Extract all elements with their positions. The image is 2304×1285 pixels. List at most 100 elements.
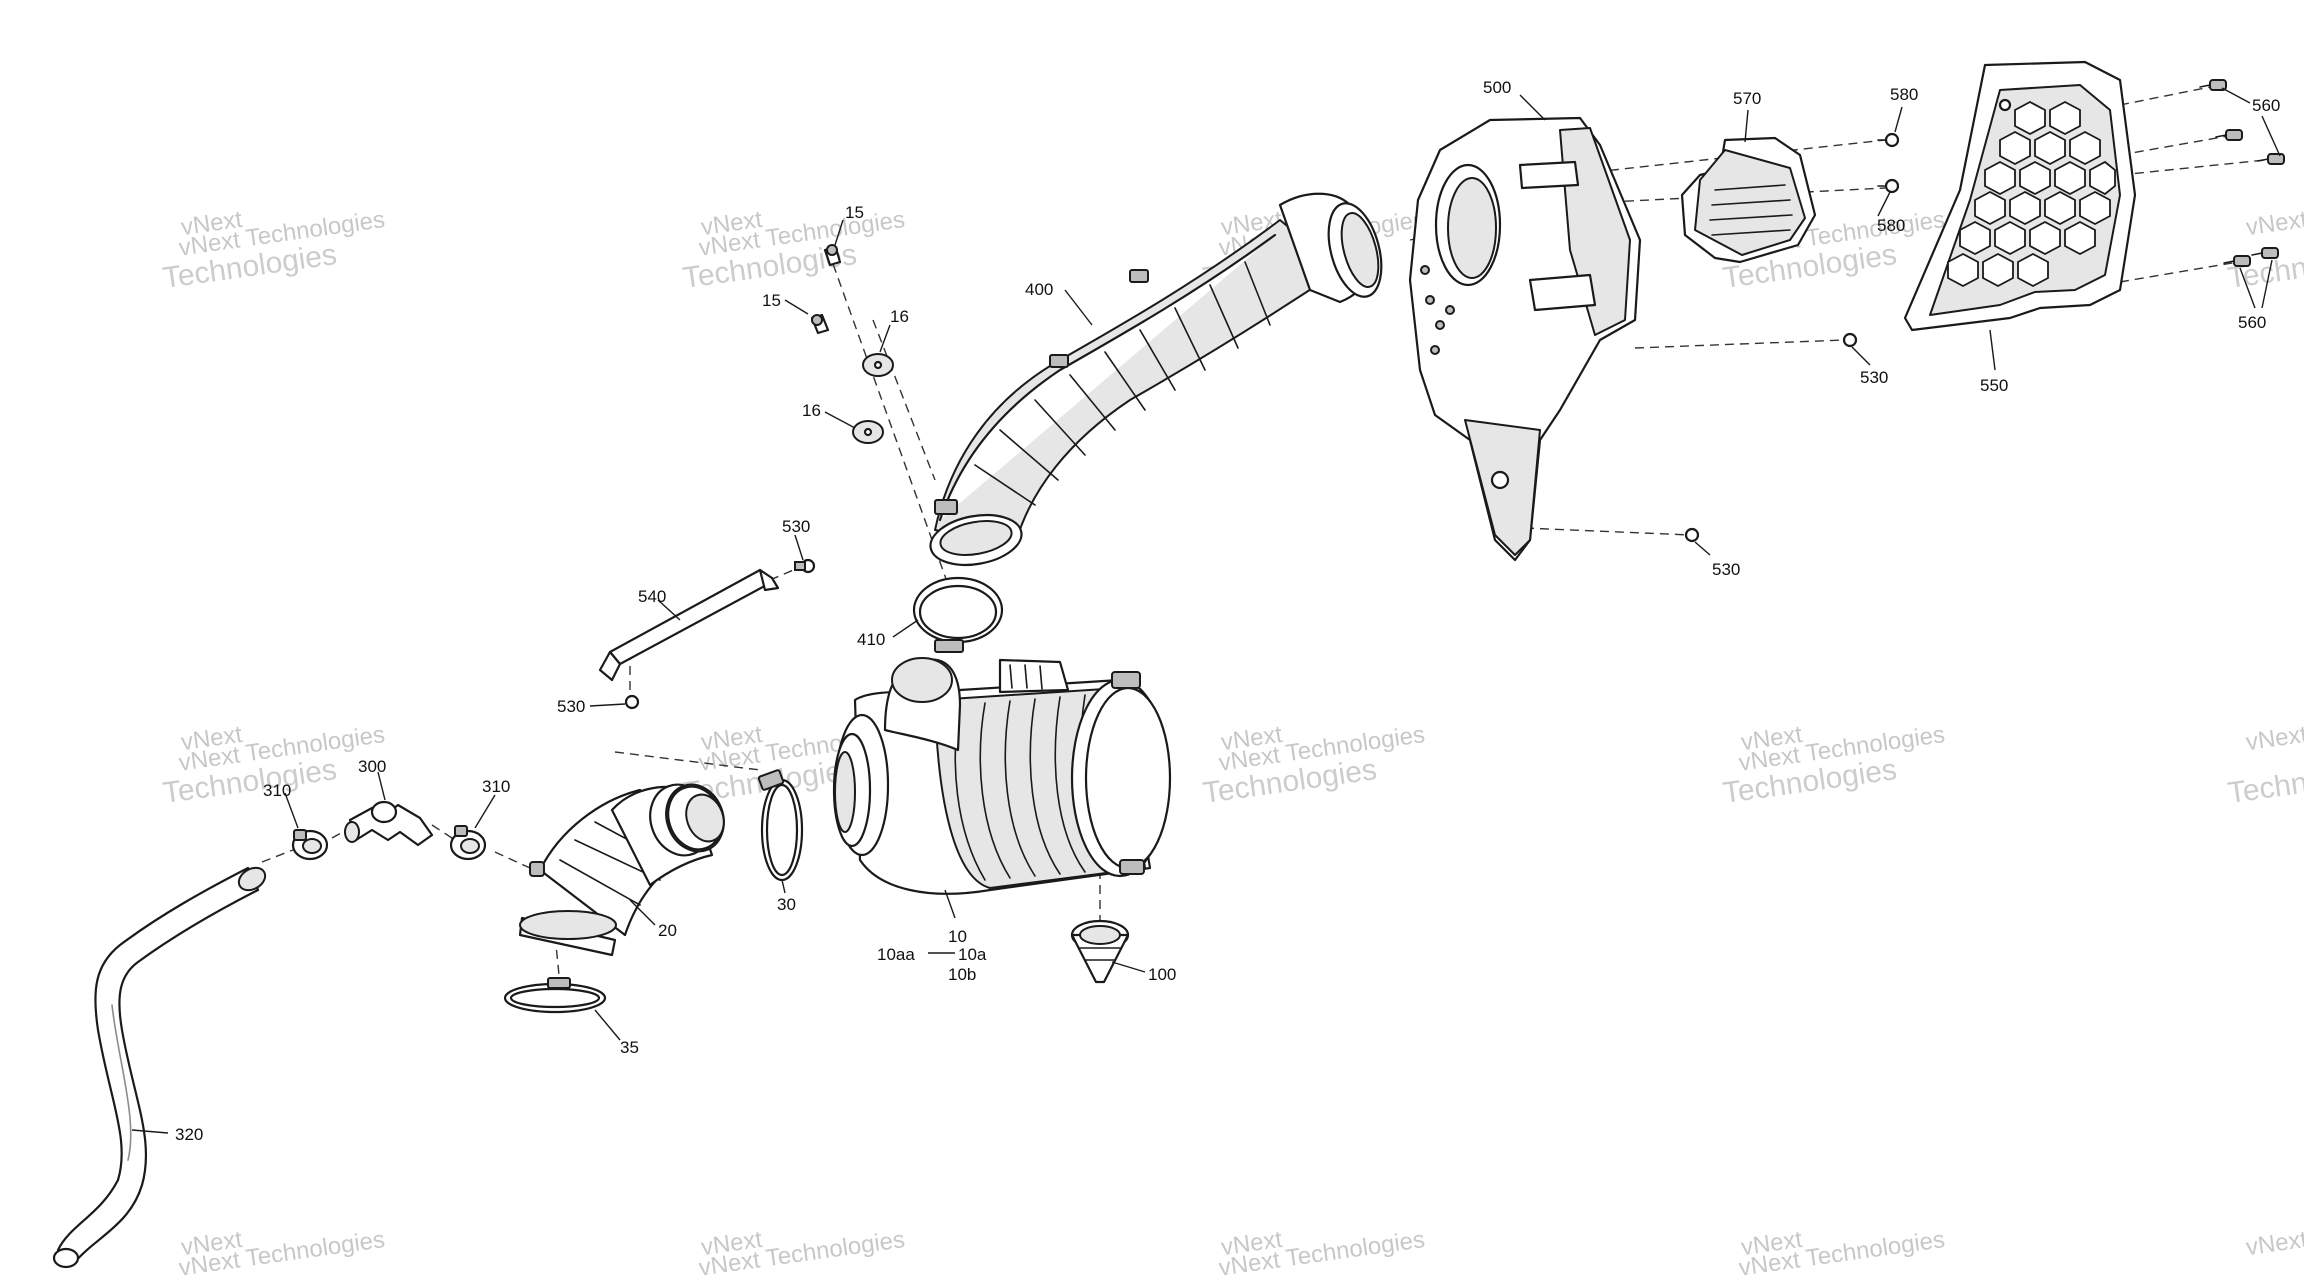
part-560-screw <box>2251 247 2279 259</box>
leader-line <box>1744 109 1749 143</box>
assembly-line <box>872 319 936 481</box>
label-530-bracket-bottom: 530 <box>557 697 585 716</box>
part-30-band-clamp <box>757 769 804 882</box>
part-580-screw-lower <box>1877 178 1900 194</box>
watermarks: vNext vNext Technologies Technologies vN… <box>161 206 2304 1282</box>
assembly-line <box>1634 339 1846 349</box>
part-15-screw-top <box>823 244 842 267</box>
watermark: vNext vNext Technologies <box>1217 1226 1426 1282</box>
callout-labels: 15 15 16 16 400 410 530 540 530 310 300 … <box>175 78 2280 1144</box>
watermark: vNext vNext Technologies Technologies <box>1201 721 1427 810</box>
watermark: vNext Technologies <box>2226 721 2304 810</box>
part-15-screw-lower <box>810 313 830 335</box>
label-580-top: 580 <box>1890 85 1918 104</box>
watermark: vNext vNext Technologies <box>697 1226 906 1282</box>
watermark-text: vNext <box>2244 206 2304 241</box>
label-560-bottom: 560 <box>2238 313 2266 332</box>
leader-line <box>2261 115 2281 157</box>
label-310-left: 310 <box>263 781 291 800</box>
leader-line <box>1877 191 1891 217</box>
assembly-line <box>2119 135 2229 156</box>
part-35-clamp <box>503 977 607 1014</box>
label-100: 100 <box>1148 965 1176 984</box>
label-560-top: 560 <box>2252 96 2280 115</box>
label-10b: 10b <box>948 965 976 984</box>
leader-line <box>834 219 844 246</box>
part-540-bracket <box>598 568 780 682</box>
watermark-text: Technologies <box>2226 753 2304 810</box>
part-400-intake-duct <box>929 192 1383 567</box>
cover-fasteners <box>1420 265 1455 355</box>
assembly-line <box>827 249 951 591</box>
leader-line <box>944 889 956 919</box>
leader-line <box>284 792 299 829</box>
grille-hex-mesh <box>1947 100 2116 288</box>
leader-line <box>594 1009 621 1041</box>
leader-line <box>892 619 919 638</box>
assembly-lines <box>261 85 2266 986</box>
part-310-clamp-left <box>291 829 329 861</box>
part-560-screw <box>2215 129 2243 141</box>
label-320: 320 <box>175 1125 203 1144</box>
label-16-top: 16 <box>890 307 909 326</box>
part-560-screw <box>2223 255 2251 267</box>
leader-line <box>1519 94 1546 121</box>
assembly-line <box>431 824 456 841</box>
label-300: 300 <box>358 757 386 776</box>
duct-ribs <box>974 261 1271 506</box>
label-35: 35 <box>620 1038 639 1057</box>
leader-line <box>377 771 386 801</box>
part-20-elbow-boot <box>518 783 725 957</box>
leader-line <box>879 324 891 353</box>
leader-line <box>629 899 656 926</box>
watermark: vNext vNext Technologies Technologies <box>1721 721 1947 810</box>
label-410: 410 <box>857 630 885 649</box>
leader-line <box>1694 541 1711 556</box>
assembly-line <box>1594 139 1886 173</box>
label-530-cover-bottom: 530 <box>1712 560 1740 579</box>
filter-pleats <box>1709 184 1793 236</box>
watermark: vNext vNext Technologies Technologies <box>681 206 907 295</box>
label-540: 540 <box>638 587 666 606</box>
label-570: 570 <box>1733 89 1761 108</box>
leader-line <box>131 1129 169 1134</box>
part-310-clamp-right <box>449 825 487 861</box>
leader-line <box>2221 87 2251 104</box>
part-16-washer-top <box>862 353 894 377</box>
assembly-line <box>494 851 531 869</box>
part-10-air-filter-housing <box>832 657 1172 895</box>
part-570-filter-element <box>1680 136 1817 264</box>
part-100-drain-valve <box>1070 919 1130 984</box>
part-560-screw <box>2199 79 2227 91</box>
watermark: vNext vNext Technologies Technologies <box>161 206 387 295</box>
leader-line <box>2261 259 2273 309</box>
part-530-bolt-b <box>624 694 640 710</box>
assembly-line <box>261 847 299 863</box>
part-500-airbox-cover <box>1408 116 1642 562</box>
assembly-line <box>2119 85 2216 106</box>
leader-line <box>824 411 856 429</box>
watermark: vNext vNext Technologies <box>177 1226 386 1282</box>
leader-line <box>781 879 786 894</box>
label-10: 10 <box>948 927 967 946</box>
label-10aa: 10aa <box>877 945 915 964</box>
label-30: 30 <box>777 895 796 914</box>
part-560-screw <box>2257 153 2285 165</box>
assembly-line <box>614 751 761 771</box>
leader-line <box>1064 289 1093 326</box>
part-530-screw-c <box>1842 332 1858 348</box>
leader-line <box>1894 106 1903 133</box>
label-15-top: 15 <box>845 203 864 222</box>
label-500: 500 <box>1483 78 1511 97</box>
leader-line <box>1989 329 1996 371</box>
assembly-line <box>2119 261 2239 283</box>
assembly-line <box>1524 527 1691 536</box>
leader-line <box>1111 961 1146 973</box>
leader-line <box>657 599 681 621</box>
part-16-washer-lower <box>852 420 884 444</box>
leader-lines <box>131 87 2281 1134</box>
part-560-screws <box>2199 79 2285 267</box>
part-300-connector <box>344 800 434 847</box>
